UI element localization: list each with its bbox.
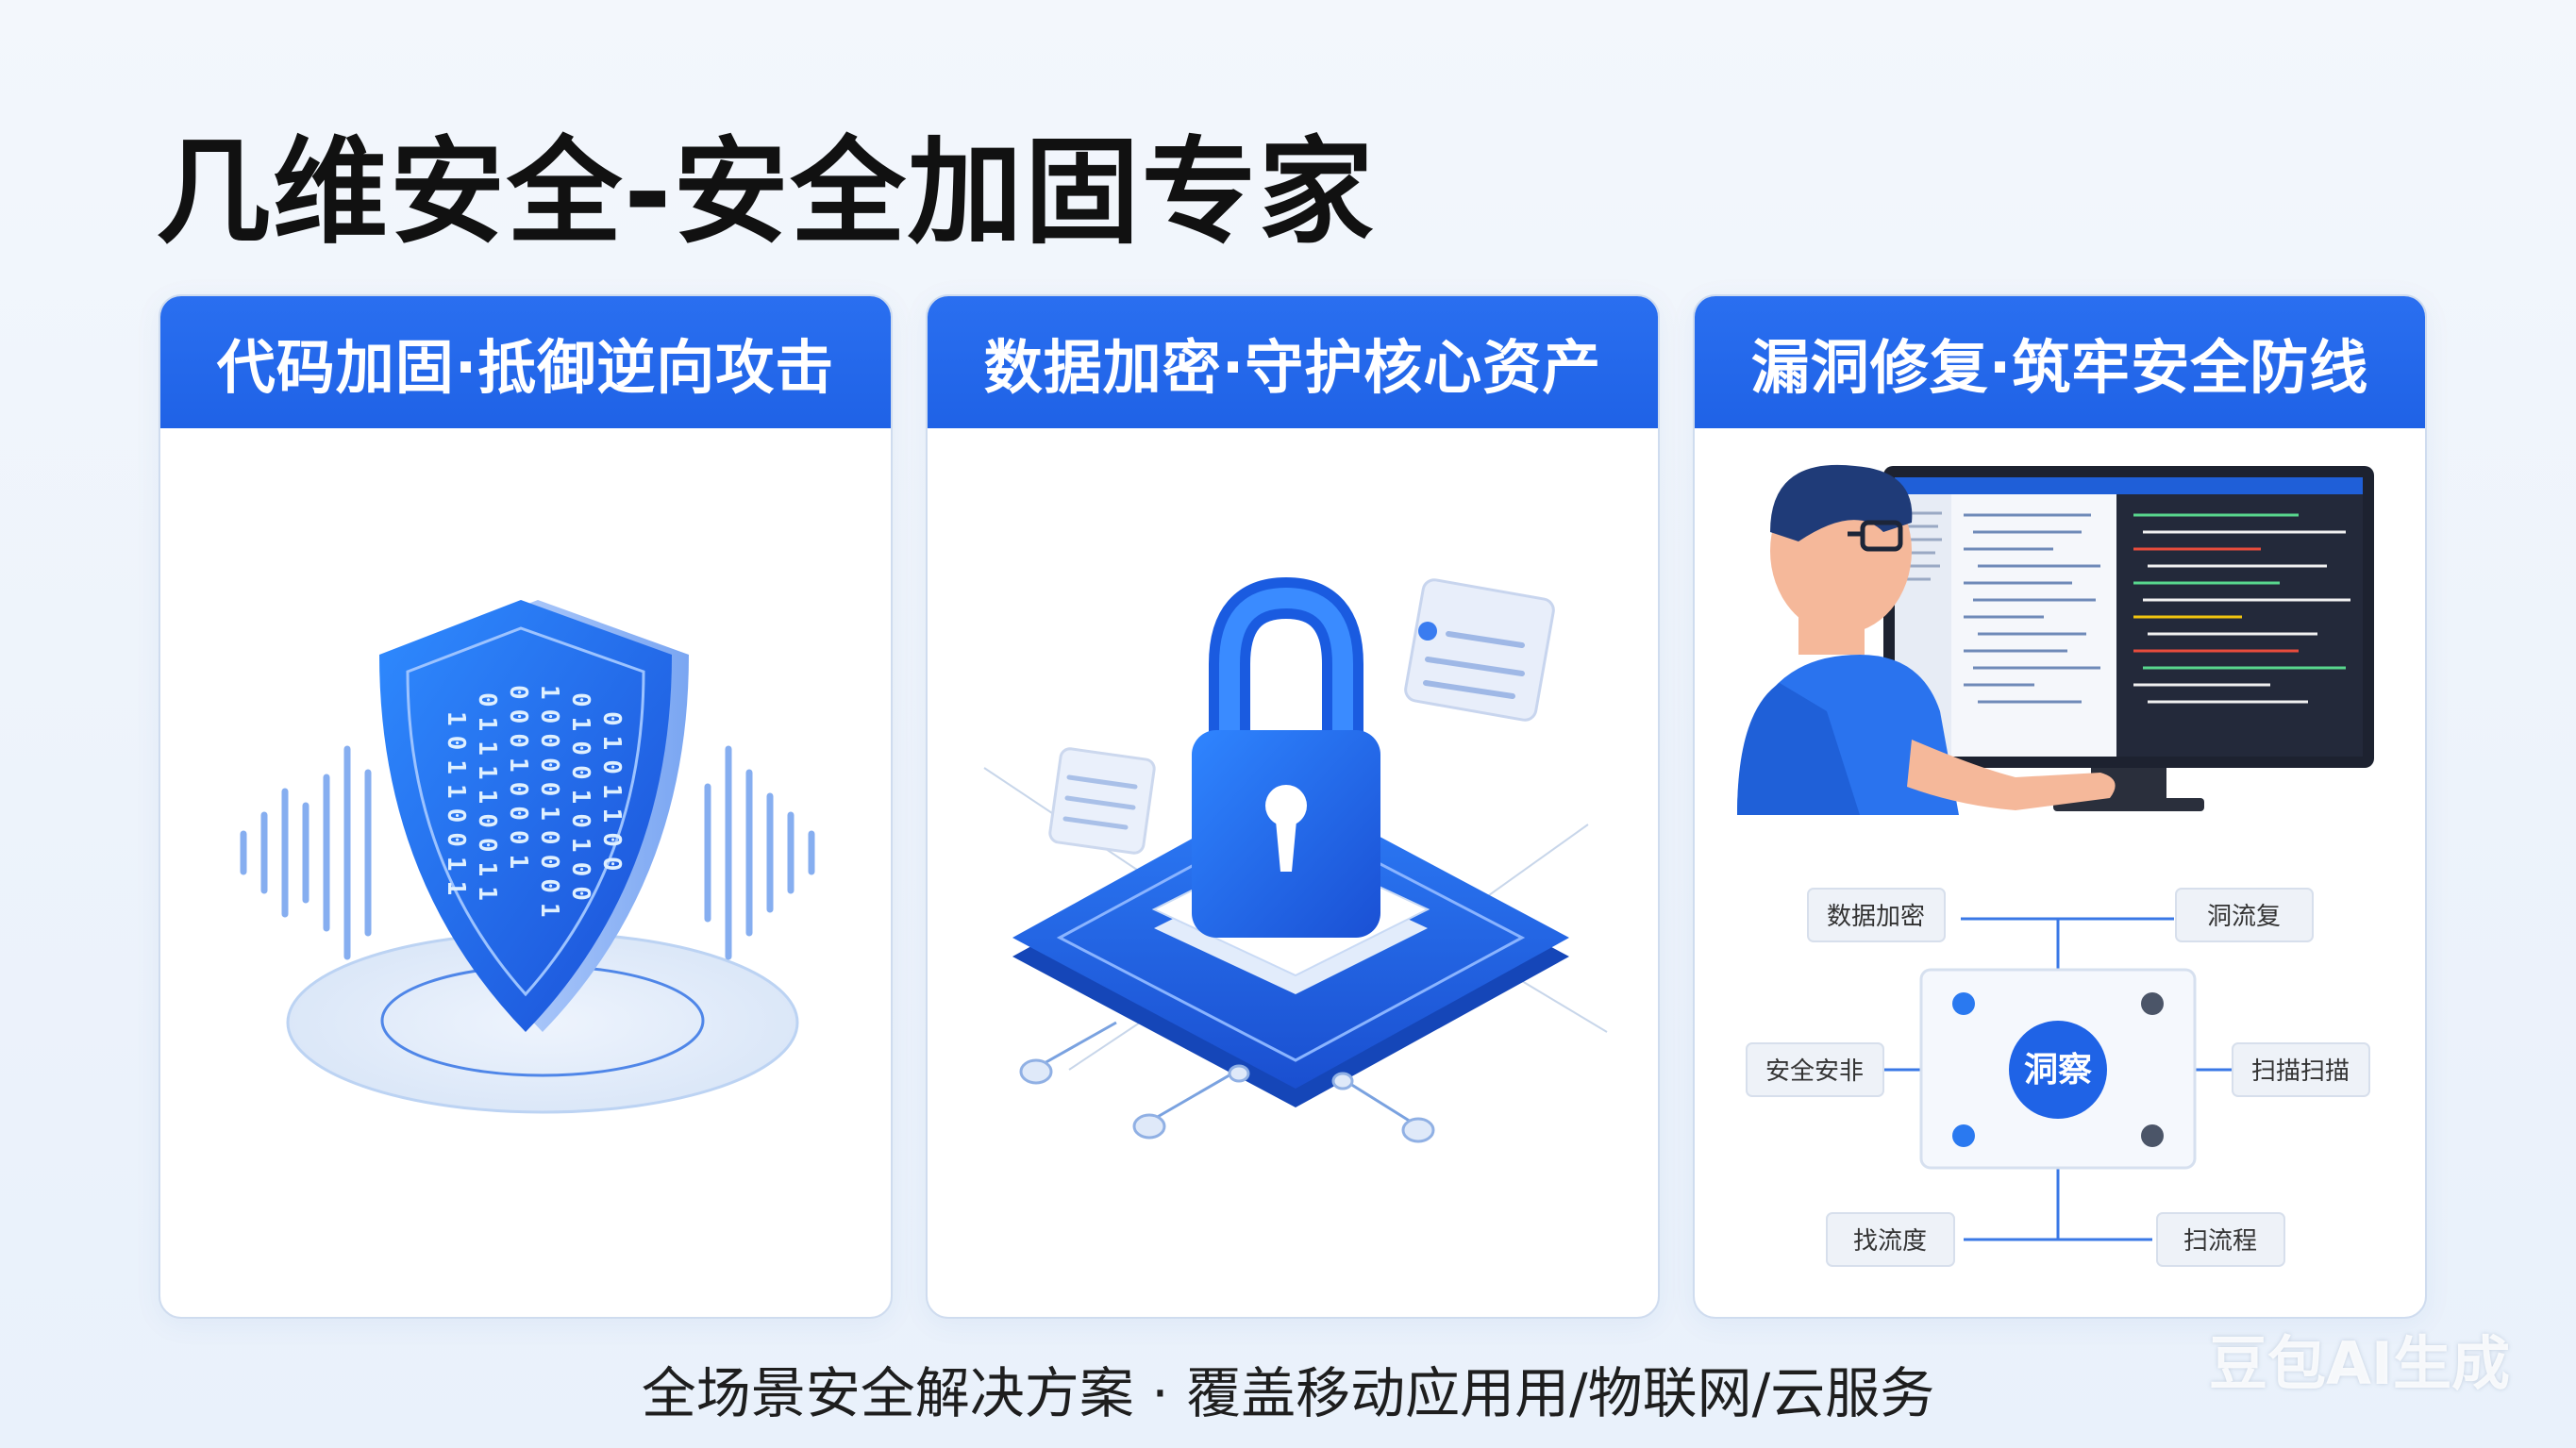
binary-column: 00010001 bbox=[504, 685, 532, 878]
diagram-node: 找流度 bbox=[1853, 1227, 1927, 1256]
binary-column: 10110011 bbox=[442, 711, 470, 905]
card-data-encryption: 数据加密·守护核心资产 bbox=[926, 294, 1660, 1319]
page-title: 几维安全-安全加固专家 bbox=[156, 125, 1376, 259]
card-heading: 数据加密·守护核心资产 bbox=[928, 296, 1658, 428]
padlock-icon bbox=[983, 576, 1608, 1143]
card-code-hardening: 代码加固·抵御逆向攻击 bbox=[159, 294, 893, 1319]
card-heading: 代码加固·抵御逆向攻击 bbox=[160, 296, 891, 428]
diagram-node: 数据加密 bbox=[1827, 903, 1925, 931]
diagram-node: 安全安非 bbox=[1765, 1057, 1864, 1086]
security-flow-diagram: 洞察 数据加密 洞流复 安全安非 扫描扫描 找流度 扫流程 bbox=[1746, 888, 2370, 1267]
diagram-center-label: 洞察 bbox=[2024, 1051, 2092, 1090]
binary-column: 0101100 bbox=[597, 711, 626, 881]
binary-column: 011110011 bbox=[473, 692, 501, 910]
developer-illustration: 洞察 数据加密 洞流复 安全安非 扫描扫描 找流度 扫流程 bbox=[1737, 464, 2374, 1267]
shield-icon: 10110011 011110011 00010001 1000010001 0… bbox=[240, 600, 815, 1114]
card-vulnerability-fix: 漏洞修复·筑牢安全防线 bbox=[1693, 294, 2427, 1319]
binary-column: 010010100 bbox=[566, 692, 594, 910]
binary-column: 1000010001 bbox=[535, 685, 563, 927]
watermark: 豆包AI生成 bbox=[2208, 1329, 2510, 1398]
diagram-node: 扫流程 bbox=[2183, 1227, 2257, 1256]
card-heading: 漏洞修复·筑牢安全防线 bbox=[1695, 296, 2425, 428]
footer-tagline: 全场景安全解决方案 · 覆盖移动应用用/物联网/云服务 bbox=[641, 1361, 1935, 1425]
diagram-node: 扫描扫描 bbox=[2251, 1057, 2350, 1086]
developer-figure bbox=[1737, 464, 2116, 815]
diagram-node: 洞流复 bbox=[2207, 903, 2281, 931]
